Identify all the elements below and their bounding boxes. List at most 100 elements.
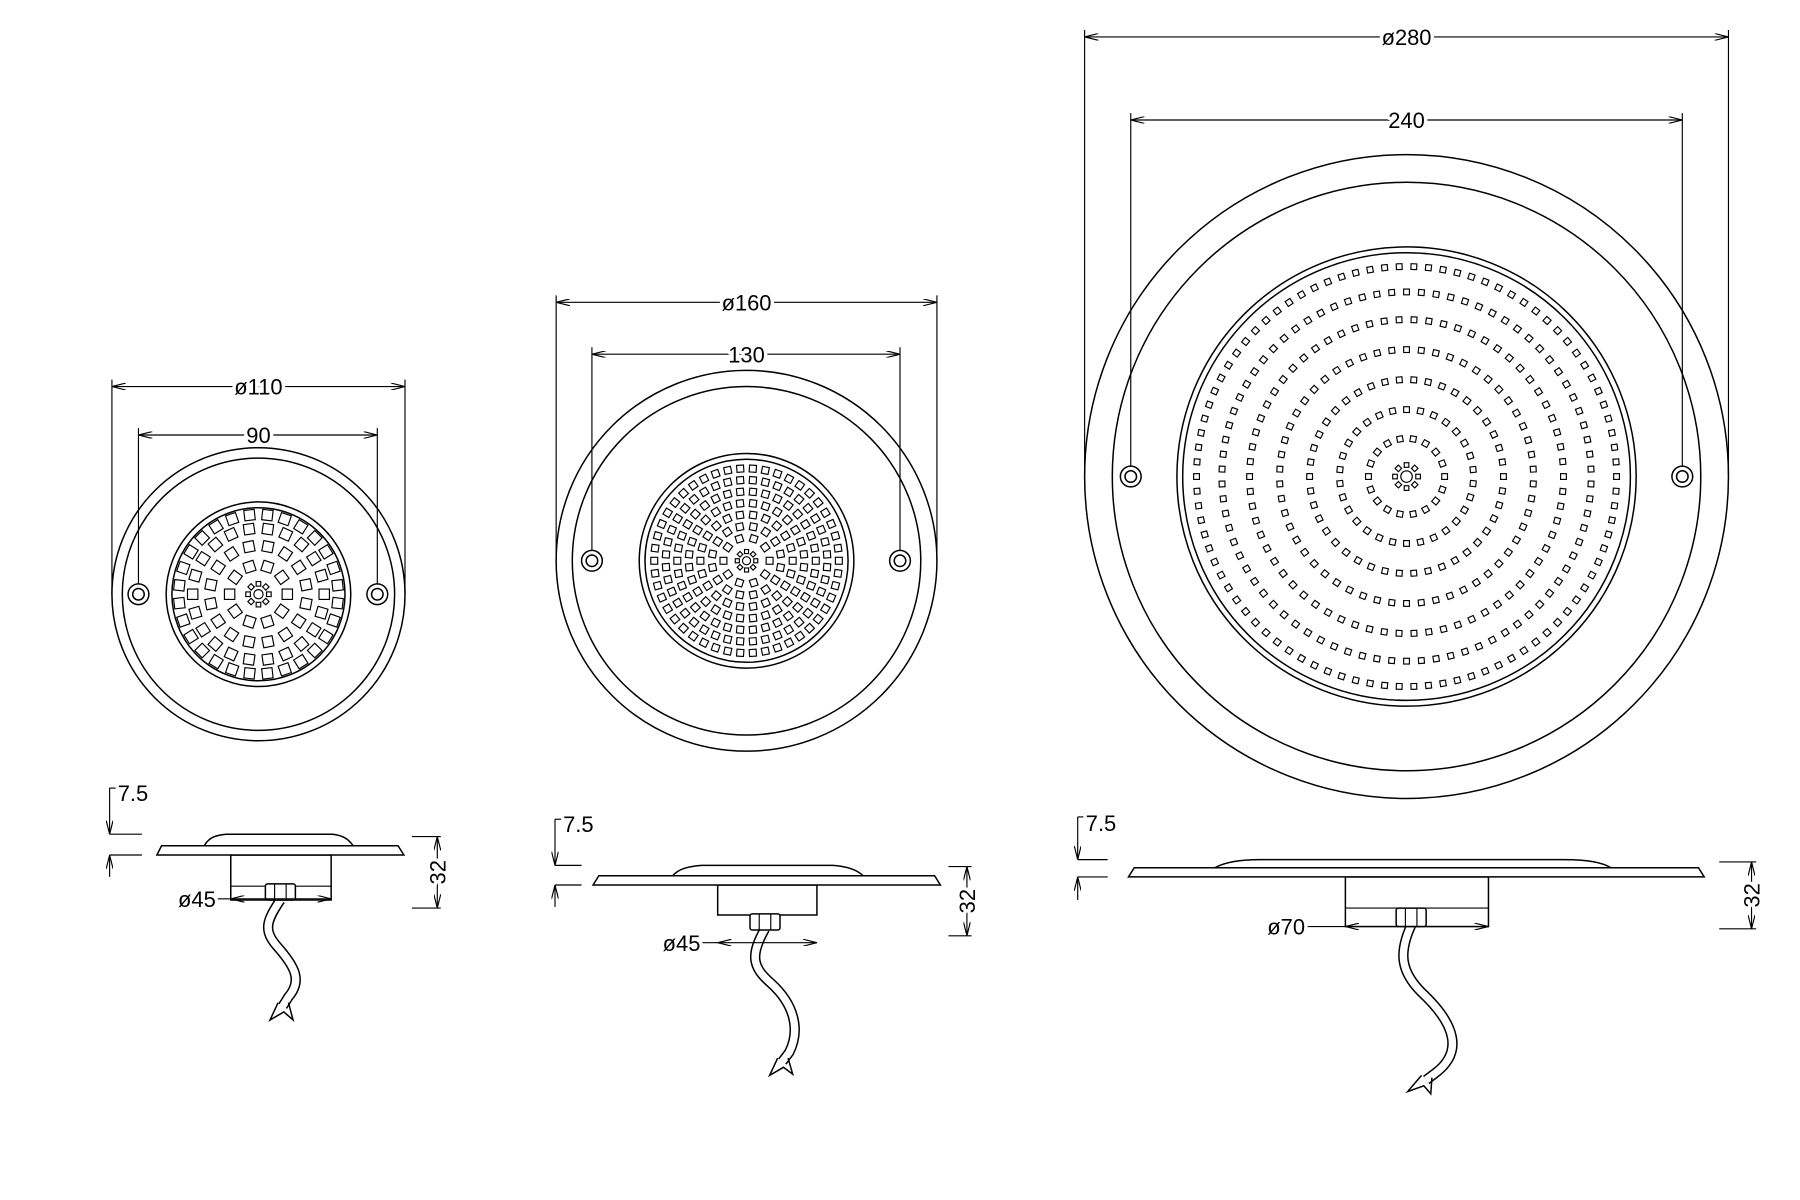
led xyxy=(293,536,310,553)
led xyxy=(1583,435,1592,444)
led xyxy=(1493,660,1504,670)
hole-spacing-label: 90 xyxy=(246,423,270,448)
led xyxy=(1599,543,1609,553)
led xyxy=(172,578,186,592)
led xyxy=(1306,487,1315,495)
led xyxy=(1303,315,1313,326)
led xyxy=(673,543,684,553)
led xyxy=(1410,682,1418,690)
led xyxy=(1387,346,1396,355)
led xyxy=(1410,263,1418,271)
led xyxy=(1424,317,1433,326)
led xyxy=(650,568,660,578)
led xyxy=(1278,374,1289,385)
led xyxy=(1269,556,1280,567)
flange-thickness-label: 7.5 xyxy=(1086,811,1116,836)
led xyxy=(1506,289,1517,300)
led xyxy=(1527,450,1536,459)
led xyxy=(1296,653,1307,664)
led xyxy=(1500,315,1510,326)
led xyxy=(771,617,783,629)
led xyxy=(769,574,781,586)
led xyxy=(1534,599,1545,610)
led xyxy=(825,592,837,603)
led xyxy=(224,662,240,677)
led xyxy=(1336,479,1344,488)
led xyxy=(1607,428,1617,437)
led xyxy=(1529,465,1537,473)
dimension-hole-spacing: 90 xyxy=(137,420,378,584)
led xyxy=(278,526,294,543)
led xyxy=(679,502,691,515)
led xyxy=(710,506,722,518)
led xyxy=(1494,443,1504,453)
dimension-flange-thickness: 7.5 xyxy=(555,808,597,907)
led xyxy=(1224,523,1234,533)
led xyxy=(1424,263,1433,272)
led xyxy=(1218,480,1226,488)
screw-hole-right xyxy=(366,583,389,606)
led xyxy=(1471,577,1482,588)
dimension-body-diameter: ø45 xyxy=(175,883,332,915)
cable-end xyxy=(268,1002,295,1023)
led xyxy=(707,549,718,559)
led xyxy=(1358,352,1368,362)
led xyxy=(1587,465,1595,473)
led xyxy=(261,522,275,536)
led xyxy=(748,475,758,485)
led xyxy=(771,506,783,518)
led xyxy=(1583,509,1592,518)
led xyxy=(781,514,794,526)
led xyxy=(1519,645,1529,656)
led xyxy=(1511,408,1522,418)
led xyxy=(775,562,786,573)
led xyxy=(292,653,309,670)
led xyxy=(687,630,699,642)
led xyxy=(760,583,772,596)
led xyxy=(1358,651,1367,660)
led xyxy=(1561,379,1572,389)
led xyxy=(799,591,811,603)
led xyxy=(809,543,820,553)
led xyxy=(689,601,702,614)
led xyxy=(1518,421,1528,431)
led xyxy=(1330,405,1341,416)
led xyxy=(1279,333,1290,344)
led xyxy=(1241,564,1252,574)
led xyxy=(661,562,671,572)
flange-thickness-label: 7.5 xyxy=(118,781,148,806)
led xyxy=(1467,272,1476,282)
led xyxy=(1366,381,1376,391)
led xyxy=(1542,315,1552,326)
led xyxy=(273,603,290,620)
led xyxy=(1366,562,1376,572)
led xyxy=(697,542,708,553)
led xyxy=(1552,516,1562,526)
led xyxy=(686,574,698,585)
led xyxy=(719,556,728,565)
led xyxy=(682,591,694,603)
dimension-hole-spacing: 130 xyxy=(591,339,901,551)
led xyxy=(1248,502,1257,511)
led xyxy=(1200,530,1209,539)
led xyxy=(1251,516,1261,526)
led xyxy=(1204,400,1214,410)
medium-light-top-view: ø160 130 xyxy=(555,287,938,752)
led xyxy=(1437,381,1447,391)
led xyxy=(260,559,275,575)
led xyxy=(1372,496,1383,506)
led xyxy=(799,549,809,559)
led xyxy=(1291,535,1302,545)
led xyxy=(1493,283,1504,293)
led xyxy=(1331,577,1342,588)
led xyxy=(1512,619,1523,629)
led-petal xyxy=(1403,462,1410,468)
led xyxy=(1450,555,1460,566)
led xyxy=(326,613,341,628)
led-petal xyxy=(743,548,750,555)
led xyxy=(1552,617,1563,628)
led xyxy=(1387,656,1396,665)
led xyxy=(1417,288,1426,297)
led-petal xyxy=(261,582,270,591)
led xyxy=(1272,306,1283,316)
